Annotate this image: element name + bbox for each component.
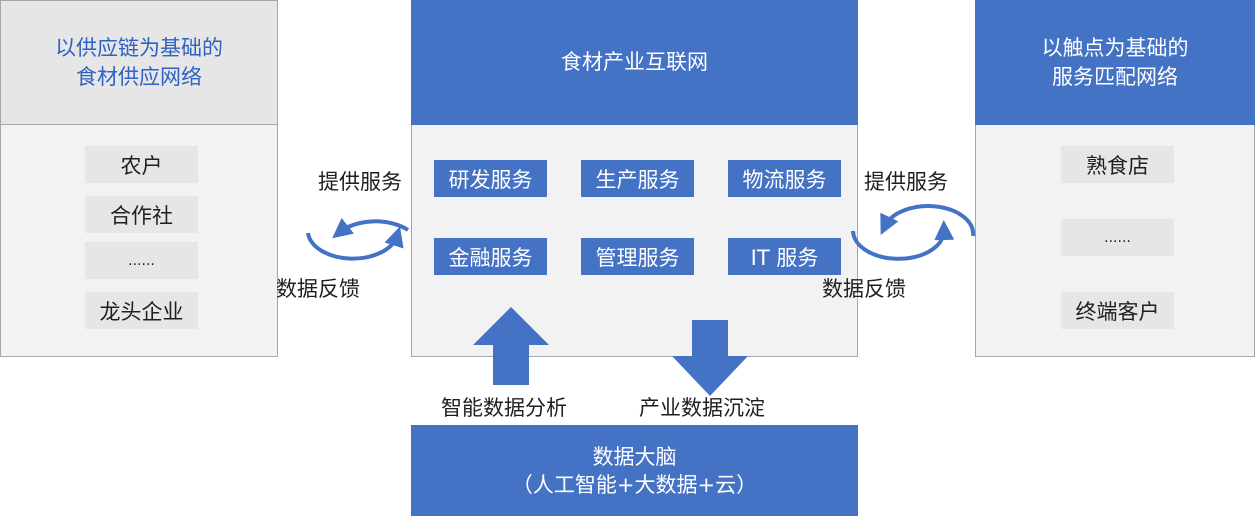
right-item-end-customer: 终端客户	[1061, 292, 1174, 329]
left-item-farmer: 农户	[85, 146, 198, 183]
label-deposit: 产业数据沉淀	[639, 396, 765, 420]
data-brain-box: 数据大脑 （人工智能+大数据+云）	[411, 425, 858, 516]
data-brain-subtitle: （人工智能+大数据+云）	[511, 472, 758, 497]
left-cycle-bottom-arrow	[306, 226, 404, 261]
left-network-title: 以供应链为基础的 食材供应网络	[0, 0, 278, 125]
service-management: 管理服务	[581, 238, 694, 275]
service-it: IT 服务	[728, 238, 841, 275]
left-item-cooperative: 合作社	[85, 196, 198, 233]
right-cycle-top-arrow	[880, 204, 976, 237]
right-cycle-bottom-arrow	[851, 220, 955, 261]
service-production: 生产服务	[581, 160, 694, 197]
service-logistics: 物流服务	[728, 160, 841, 197]
analysis-up-arrow	[473, 307, 549, 385]
right-network-title: 以触点为基础的 服务匹配网络	[975, 0, 1255, 125]
data-brain-title: 数据大脑	[592, 444, 677, 469]
right-item-ellipsis: ......	[1061, 219, 1174, 256]
label-feedback-right: 数据反馈	[822, 277, 906, 301]
service-finance: 金融服务	[434, 238, 547, 275]
left-item-leading-enterprise: 龙头企业	[85, 292, 198, 329]
left-cycle-top-arrow	[332, 217, 410, 239]
label-provide-left: 提供服务	[318, 170, 402, 194]
label-feedback-left: 数据反馈	[276, 277, 360, 301]
label-provide-right: 提供服务	[864, 170, 948, 194]
center-platform-title: 食材产业互联网	[411, 0, 858, 125]
label-analysis: 智能数据分析	[441, 396, 567, 420]
deposit-down-arrow	[672, 320, 748, 396]
left-item-ellipsis: ......	[85, 242, 198, 279]
service-rnd: 研发服务	[434, 160, 547, 197]
right-item-deli: 熟食店	[1061, 146, 1174, 183]
